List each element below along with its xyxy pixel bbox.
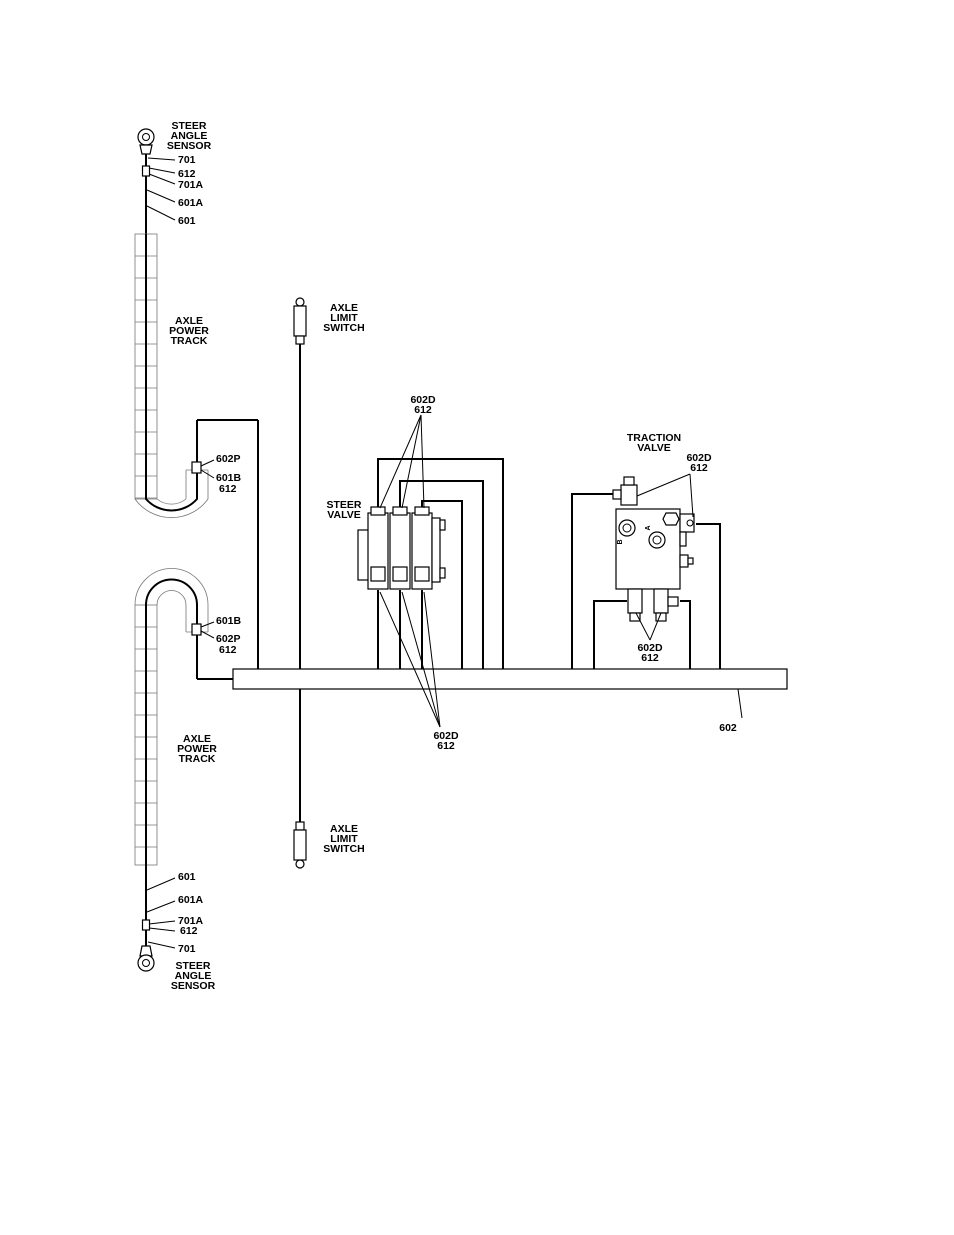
svg-text:VALVE: VALVE (327, 509, 360, 521)
label-612-top-connector: 612 (219, 483, 237, 495)
wire-label-701-top: 701 (178, 154, 196, 166)
label-602p-top: 602P (216, 453, 241, 465)
steer-angle-sensor-bottom (138, 865, 154, 971)
svg-text:TRACK: TRACK (179, 753, 216, 765)
axle-power-track-bottom (135, 569, 208, 866)
label-612-traction-upper: 612 (690, 462, 708, 474)
steer-angle-sensor-top (138, 129, 154, 234)
svg-text:SWITCH: SWITCH (323, 843, 364, 855)
top-sensor-leaders (147, 158, 175, 220)
label-602-harness: 602 (719, 722, 737, 734)
port-b-label: B (617, 539, 624, 544)
bottom-sensor-leaders (147, 878, 175, 948)
wire-label-612-bottom: 612 (180, 925, 198, 937)
harness-602: 602 (233, 669, 787, 734)
traction-valve: B A (572, 477, 720, 669)
top-sensor-wire-labels: 701 612 701A 601A 601 (178, 154, 204, 227)
wire-label-701-bottom: 701 (178, 943, 196, 955)
wire-label-601-top: 601 (178, 215, 196, 227)
steer-angle-sensor-bottom-label: STEER ANGLE SENSOR (171, 960, 216, 992)
steer-valve-label: STEER VALVE (326, 499, 361, 521)
axle-limit-switch-top-label: AXLE LIMIT SWITCH (323, 302, 364, 334)
svg-text:VALVE: VALVE (637, 442, 670, 454)
axle-limit-switch-bottom-label: AXLE LIMIT SWITCH (323, 823, 364, 855)
axle-limit-switch-bottom (294, 689, 306, 868)
svg-text:TRACK: TRACK (171, 335, 208, 347)
wire-label-701a-top: 701A (178, 179, 204, 191)
axle-limit-switch-top (294, 298, 306, 669)
label-612-traction-lower: 612 (641, 652, 659, 664)
wire-label-601-bottom: 601 (178, 871, 196, 883)
bottom-sensor-wire-labels: 601 601A 701A 612 701 (178, 871, 204, 955)
svg-text:SENSOR: SENSOR (171, 980, 216, 992)
steer-valve (358, 459, 503, 669)
svg-text:SENSOR: SENSOR (167, 140, 212, 152)
port-a-label: A (645, 525, 652, 530)
wire-label-601a-top: 601A (178, 197, 204, 209)
label-601b-bottom: 601B (216, 615, 242, 627)
label-612-steer-upper: 612 (414, 404, 432, 416)
axle-power-track-top-label: AXLE POWER TRACK (169, 315, 209, 347)
label-612-steer-lower: 612 (437, 740, 455, 752)
traction-valve-label: TRACTION VALVE (627, 432, 681, 454)
svg-text:SWITCH: SWITCH (323, 322, 364, 334)
steer-angle-sensor-top-label: STEER ANGLE SENSOR (167, 120, 212, 152)
label-612-bottom-connector: 612 (219, 644, 237, 656)
wire-label-601a-bottom: 601A (178, 894, 204, 906)
axle-power-track-top (135, 234, 208, 518)
axle-power-track-bottom-label: AXLE POWER TRACK (177, 733, 217, 765)
